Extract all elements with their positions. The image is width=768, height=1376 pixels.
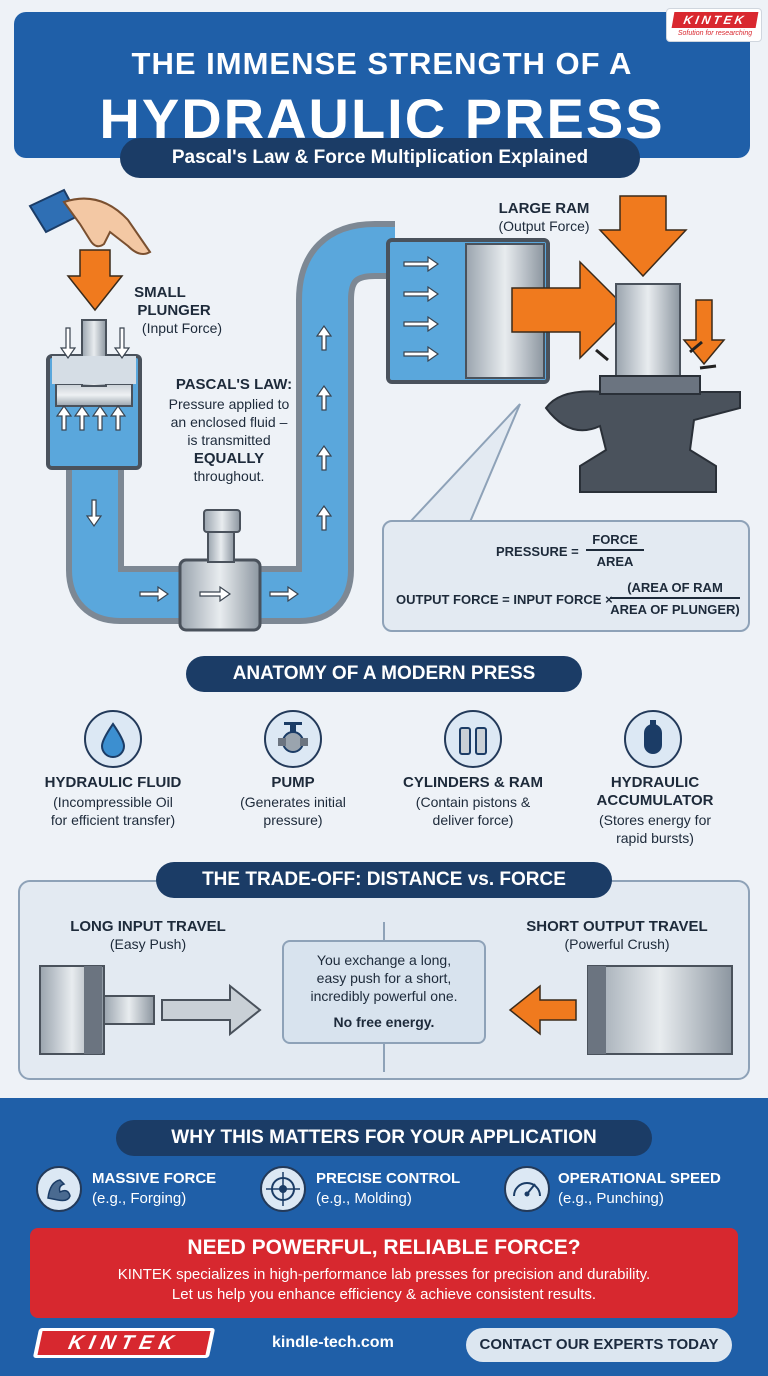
- title-line-1: THE IMMENSE STRENGTH OF A: [131, 46, 633, 81]
- why-heading: WHY THIS MATTERS FOR YOUR APPLICATION: [116, 1120, 652, 1156]
- formula-output-denominator: AREA OF PLUNGER): [610, 602, 740, 617]
- accumulator-icon: [624, 710, 682, 768]
- brand-tagline: Sofution for researching: [677, 30, 753, 37]
- benefit-title: MASSIVE FORCE: [92, 1170, 217, 1187]
- hand-icon: [28, 188, 152, 255]
- output-force-arrow: [511, 260, 630, 360]
- header-banner: THE IMMENSE STRENGTH OF A HYDRAULIC PRES…: [14, 12, 750, 158]
- brand-logo-text: KINTEK: [671, 12, 759, 28]
- short-output-title: SHORT OUTPUT TRAVEL: [526, 918, 708, 935]
- formula-output-numerator: (AREA OF RAM: [627, 580, 723, 595]
- anatomy-item-title: CYLINDERS & RAM: [402, 774, 543, 791]
- pascal-line-3: is transmitted: [187, 432, 271, 448]
- anatomy-heading: ANATOMY OF A MODERN PRESS: [186, 656, 582, 692]
- benefit-sub: (e.g., Punching): [558, 1190, 664, 1207]
- small-plunger-title-2: PLUNGER: [137, 302, 211, 319]
- benefit-sub: (e.g., Molding): [316, 1190, 412, 1207]
- hydraulic-diagram: [28, 188, 741, 632]
- brand-logo-top[interactable]: KINTEK Sofution for researching: [666, 8, 762, 42]
- anatomy-item-title: PUMP: [271, 774, 315, 791]
- muscle-icon: [36, 1166, 82, 1212]
- pascal-line-1: Pressure applied to: [168, 396, 290, 412]
- brand-logo-text: KINTEK: [37, 1331, 211, 1355]
- tradeoff-note: You exchange a long, easy push for a sho…: [282, 940, 486, 1044]
- long-input-title: LONG INPUT TRAVEL: [70, 918, 226, 935]
- cta-title: NEED POWERFUL, RELIABLE FORCE?: [187, 1236, 581, 1259]
- anatomy-item-desc: rapid bursts): [616, 830, 694, 846]
- cta-text-2: Let us help you enhance efficiency & ach…: [171, 1286, 597, 1303]
- pascal-line-5: throughout.: [193, 468, 265, 484]
- contact-experts-button[interactable]: CONTACT OUR EXPERTS TODAY: [466, 1328, 732, 1362]
- formula-box: PRESSURE = FORCE AREA OUTPUT FORCE = INP…: [382, 520, 750, 632]
- fraction-bar: [610, 597, 740, 599]
- benefit-title: OPERATIONAL SPEED: [558, 1170, 721, 1187]
- target-icon: [260, 1166, 306, 1212]
- large-ram-sub: (Output Force): [498, 218, 590, 234]
- cta-text-1: KINTEK specializes in high-performance l…: [117, 1266, 651, 1283]
- anatomy-item-title: HYDRAULIC FLUID: [44, 774, 182, 791]
- droplet-icon: [84, 710, 142, 768]
- anatomy-item-desc: for efficient transfer): [50, 812, 176, 828]
- website-link[interactable]: kindle-tech.com: [272, 1334, 394, 1351]
- large-ram-title: LARGE RAM: [498, 200, 590, 217]
- pump-icon: [264, 710, 322, 768]
- anatomy-item-title: HYDRAULIC: [610, 774, 700, 791]
- note-line-1: You exchange a long,: [316, 952, 452, 968]
- cta-banner: NEED POWERFUL, RELIABLE FORCE? KINTEK sp…: [30, 1228, 738, 1318]
- speedometer-icon: [504, 1166, 550, 1212]
- short-output-sub: (Powerful Crush): [564, 936, 670, 952]
- formula-output-label: OUTPUT FORCE = INPUT FORCE ×: [396, 592, 613, 607]
- pascal-title: PASCAL'S LAW:: [175, 376, 293, 393]
- anatomy-item-desc: (Contain pistons &: [415, 794, 531, 810]
- fraction-bar: [586, 549, 644, 551]
- note-line-3: incredibly powerful one.: [310, 988, 458, 1004]
- anatomy-item-desc: deliver force): [432, 812, 514, 828]
- small-plunger-title-1: SMALL: [134, 284, 186, 301]
- benefit-title: PRECISE CONTROL: [316, 1170, 461, 1187]
- formula-pressure-label: PRESSURE =: [496, 544, 579, 559]
- input-force-arrow: [66, 249, 124, 312]
- subtitle: Pascal's Law & Force Multiplication Expl…: [120, 138, 640, 178]
- workpiece: [615, 283, 681, 385]
- cylinders-icon: [444, 710, 502, 768]
- note-line-2: easy push for a short,: [316, 970, 452, 986]
- note-bold: No free energy.: [333, 1014, 435, 1030]
- small-plunger-sub: (Input Force): [141, 320, 223, 336]
- anvil: [544, 390, 741, 493]
- brand-logo-bottom[interactable]: KINTEK: [32, 1328, 216, 1358]
- tradeoff-graphics: [39, 922, 733, 1072]
- anatomy-item-desc: (Stores energy for: [598, 812, 712, 828]
- tradeoff-heading: THE TRADE-OFF: DISTANCE vs. FORCE: [156, 862, 612, 898]
- small-piston: [55, 383, 133, 407]
- formula-pressure-denominator: AREA: [596, 554, 634, 569]
- long-input-sub: (Easy Push): [109, 936, 187, 952]
- formula-pressure-numerator: FORCE: [592, 532, 638, 547]
- anatomy-item-desc: pressure): [263, 812, 323, 828]
- pascal-line-4: EQUALLY: [193, 450, 265, 467]
- anatomy-item-desc: (Generates initial: [240, 794, 346, 810]
- pascal-line-2: an enclosed fluid –: [170, 414, 288, 430]
- benefit-sub: (e.g., Forging): [92, 1190, 187, 1207]
- anatomy-item-desc: (Incompressible Oil: [53, 794, 173, 810]
- anatomy-item-title: ACCUMULATOR: [596, 792, 714, 809]
- press-down-arrow: [598, 195, 688, 278]
